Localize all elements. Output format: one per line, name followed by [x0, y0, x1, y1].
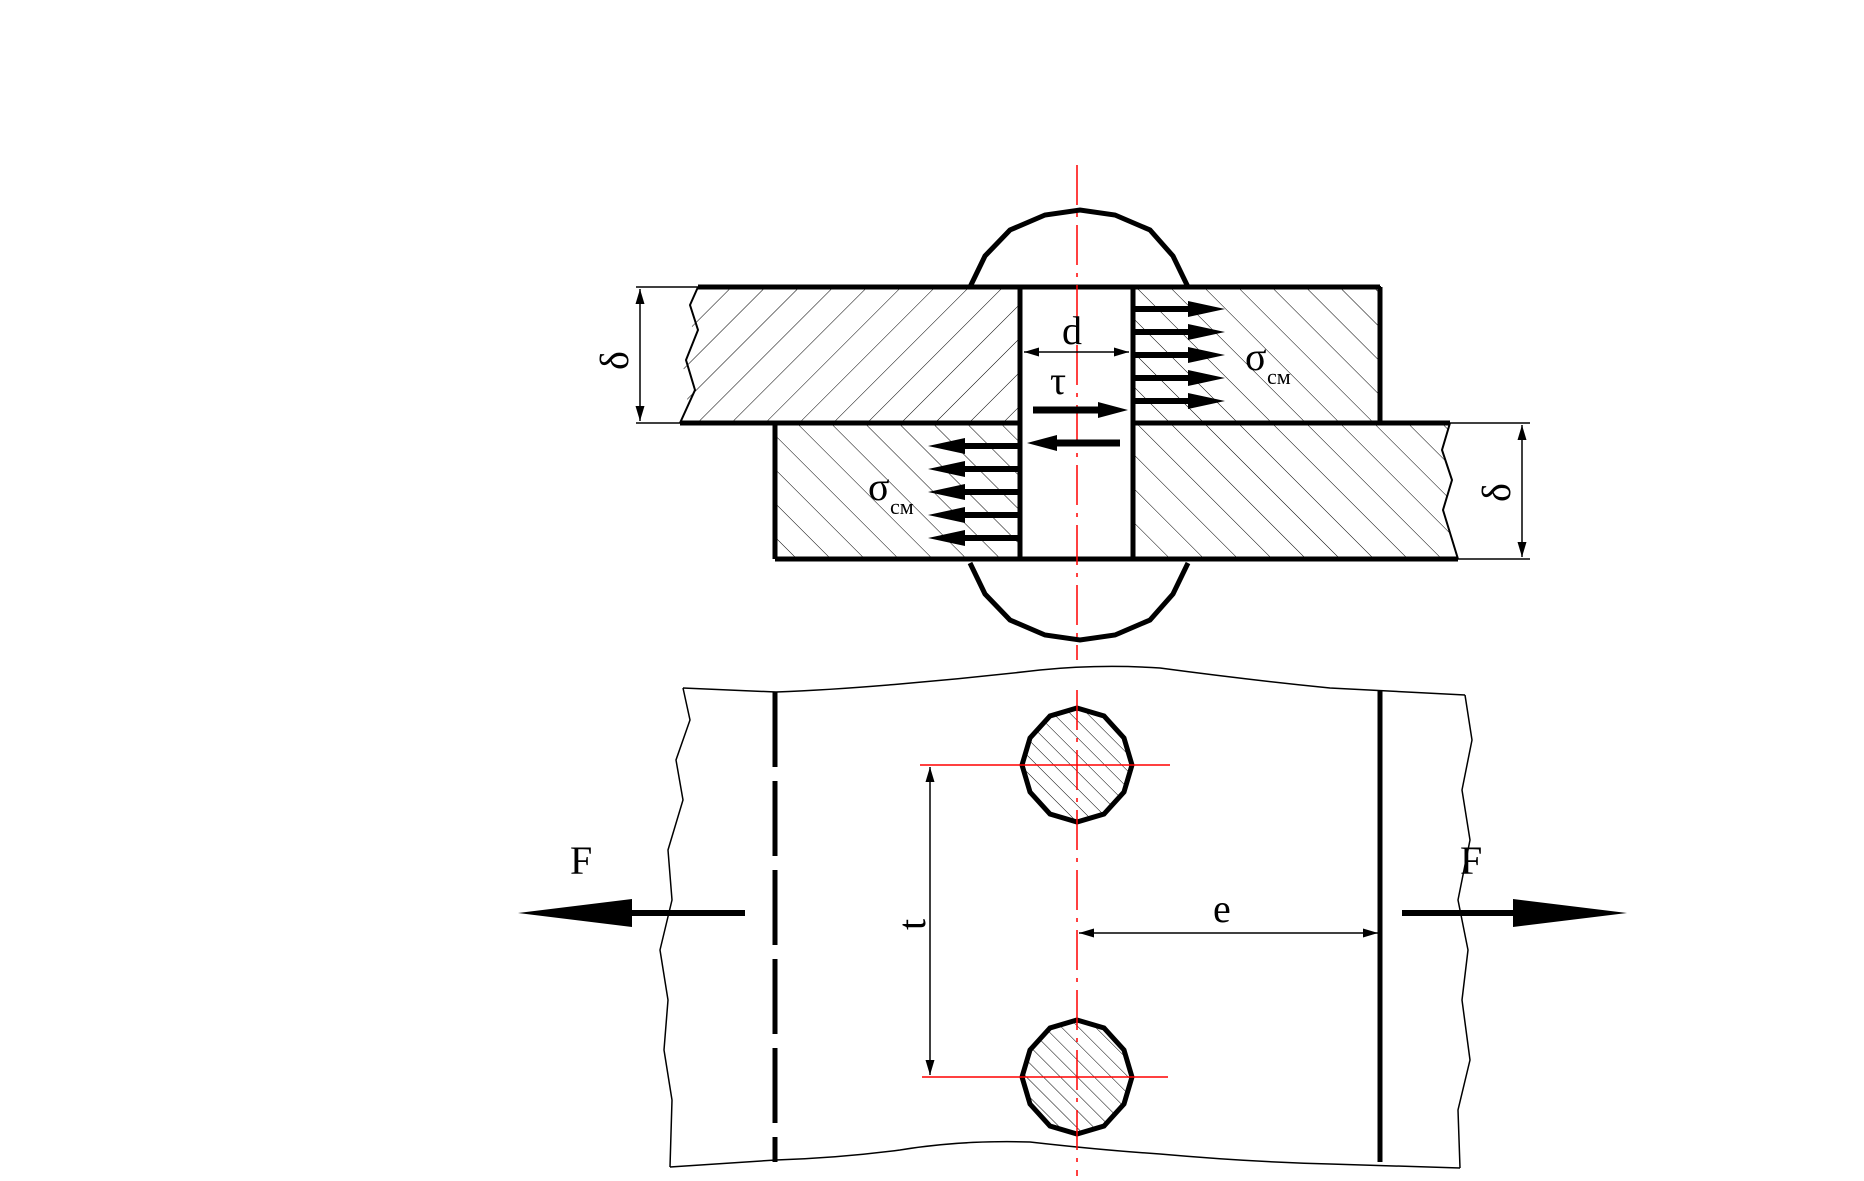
rivet-head-top: [967, 207, 1191, 289]
tau-label: τ: [1050, 358, 1066, 403]
sigma-lower-label: σ: [868, 464, 890, 509]
plate-top-edge: [682, 665, 1466, 696]
force-arrow-right: [1402, 899, 1627, 927]
edge-distance-label: e: [1213, 886, 1231, 931]
plate-bottom-edge: [669, 1140, 1461, 1169]
pitch-dimension: t: [889, 767, 935, 1075]
section-view: d τ σ см σ см: [592, 165, 1530, 660]
sigma-upper-subscript: см: [1267, 364, 1291, 389]
sigma-lower-subscript: см: [890, 494, 914, 519]
thickness-dimension-right: δ: [1450, 422, 1530, 560]
thickness-dimension-left: δ: [592, 286, 698, 424]
diameter-label: d: [1062, 308, 1082, 353]
upper-plate: [680, 287, 1020, 423]
force-left-label: F: [570, 838, 592, 883]
lower-plate-right: [1133, 423, 1458, 559]
sigma-upper-label: σ: [1245, 334, 1267, 379]
force-right-label: F: [1460, 838, 1482, 883]
pitch-label: t: [889, 919, 934, 930]
plan-view: t e F F: [518, 665, 1627, 1176]
edge-distance-dimension: e: [1079, 886, 1378, 938]
shear-arrows: [1027, 402, 1128, 451]
bearing-arrows-upper: [1133, 301, 1225, 409]
force-arrow-left: [518, 899, 745, 927]
bearing-arrows-lower: [928, 438, 1020, 546]
rivet-head-bottom: [967, 561, 1191, 643]
delta-right-label: δ: [1474, 483, 1519, 502]
break-line-left: [659, 687, 691, 1168]
break-line-right: [1457, 694, 1473, 1169]
delta-left-label: δ: [592, 351, 637, 370]
